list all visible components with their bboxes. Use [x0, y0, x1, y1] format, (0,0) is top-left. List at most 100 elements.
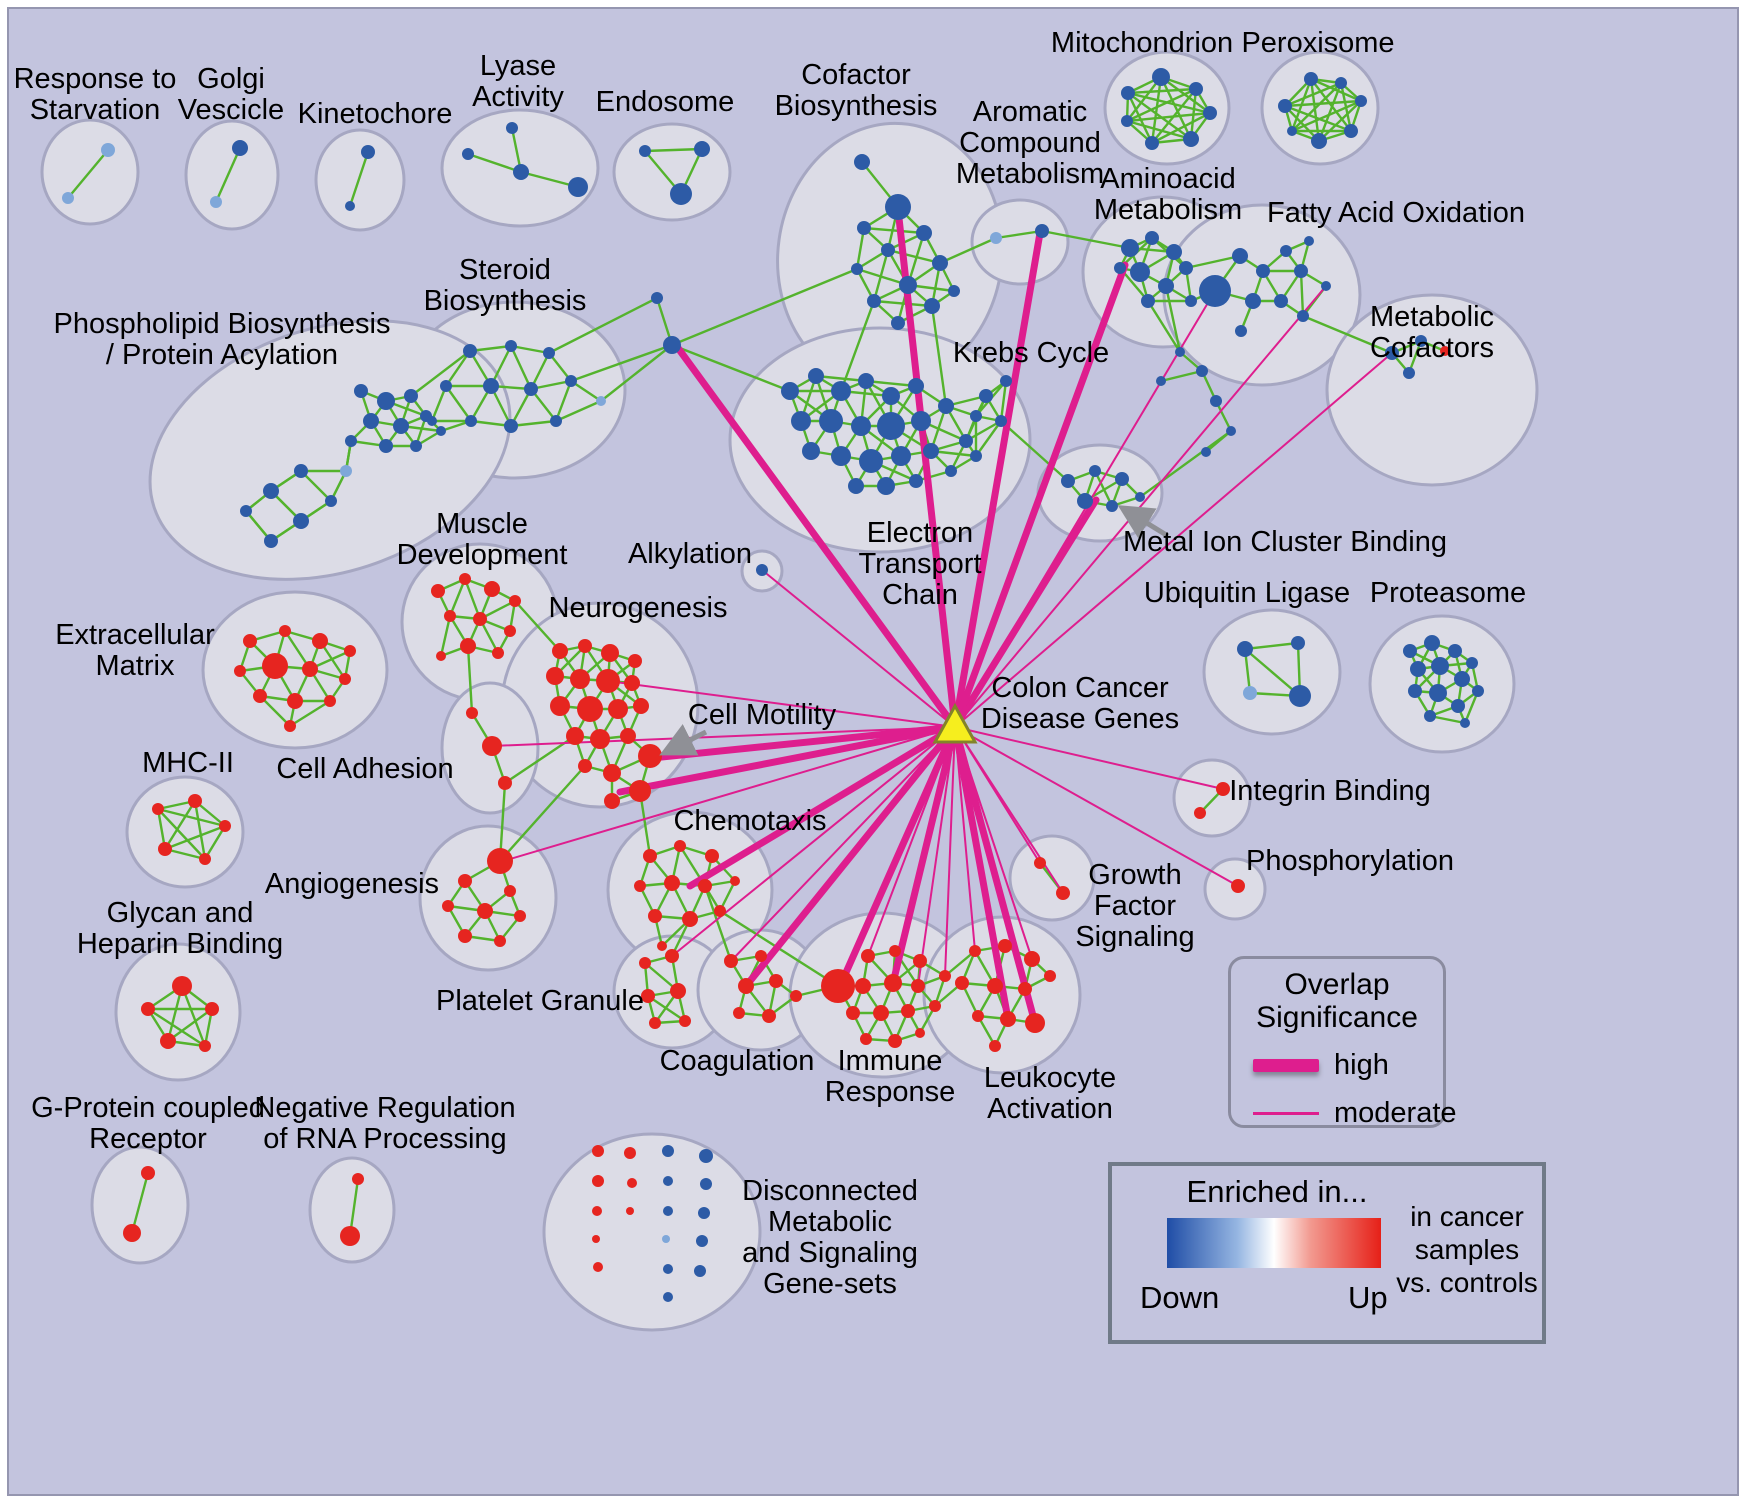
aminoacid-metabolism-node: [1141, 294, 1155, 308]
mhc-ii-node: [219, 820, 231, 832]
phospholipid-biosynthesis-node: [345, 435, 357, 447]
fatty-acid-oxidation-ellipse: [1162, 203, 1362, 387]
disconnected-gene-sets-node: [698, 1207, 710, 1219]
platelet-granule-node: [641, 989, 655, 1003]
chemotaxis-node: [664, 875, 680, 891]
mhc-ii-ellipse: [125, 775, 245, 889]
proteasome-node: [1431, 657, 1449, 675]
ubiquitin-ligase-node: [1243, 686, 1257, 700]
muscle-development-node: [484, 581, 500, 597]
label-alkylation: Alkylation: [628, 538, 752, 570]
phospholipid-biosynthesis-node: [354, 384, 368, 398]
phospholipid-biosynthesis-node: [264, 534, 278, 548]
muscle-development-edge: [448, 577, 467, 618]
connector-nodes-node: [663, 336, 681, 354]
coagulation-node: [733, 1007, 745, 1019]
steroid-biosynthesis-node: [505, 340, 517, 352]
peroxisome-node: [1355, 95, 1367, 107]
aromatic-compound-metabolism-node: [990, 232, 1002, 244]
steroid-biosynthesis-edge: [509, 387, 533, 428]
mhc-ii-edge: [156, 807, 227, 828]
peroxisome-edge: [1290, 81, 1343, 133]
kinetochore-node: [361, 145, 375, 159]
extracellular-matrix-node: [312, 633, 328, 649]
phospholipid-biosynthesis-node: [294, 464, 308, 478]
peroxisome-node: [1311, 133, 1327, 149]
mitochondrion-node: [1121, 115, 1133, 127]
electron-transport-chain-node: [959, 434, 973, 448]
neurogenesis-node: [590, 729, 610, 749]
cofactor-biosynthesis-node: [948, 285, 960, 297]
disconnected-gene-sets-node: [663, 1292, 673, 1302]
steroid-biosynthesis-node: [596, 396, 606, 406]
disconnected-gene-sets-node: [593, 1262, 603, 1272]
extracellular-matrix-node: [287, 693, 303, 709]
electron-transport-chain-node: [891, 446, 911, 466]
g-protein-coupled-receptor-node: [123, 1224, 141, 1242]
cofactor-biosynthesis-edge: [872, 299, 934, 308]
peroxisome-edge: [1317, 99, 1363, 143]
fatty-acid-oxidation-edge: [1299, 269, 1305, 318]
ubiquitin-ligase-edge: [1243, 647, 1302, 698]
coagulation-node: [790, 990, 802, 1002]
high-significance-edge: [648, 723, 959, 762]
glycan-heparin-binding-ellipse: [114, 942, 242, 1082]
proteasome-node: [1408, 684, 1422, 698]
proteasome-node: [1451, 699, 1465, 713]
enrichment-color-legend: Enriched in... Down Up in cancer samples…: [1108, 1162, 1546, 1344]
peroxisome-edge: [1309, 77, 1363, 103]
connector-nodes-node: [1196, 365, 1208, 377]
inter-cluster-edge: [498, 764, 587, 863]
disconnected-gene-sets-node: [592, 1175, 604, 1187]
chemotaxis-node: [657, 941, 667, 951]
inter-cluster-edge: [466, 644, 474, 715]
mitochondrion-edge: [1150, 111, 1212, 145]
steroid-biosynthesis-edge: [444, 384, 473, 423]
response-to-starvation-edge: [66, 148, 110, 200]
proteasome-node: [1424, 635, 1440, 651]
glycan-heparin-binding-node: [199, 1040, 211, 1052]
extracellular-matrix-node: [253, 689, 267, 703]
gene-set-nodes: [62, 68, 1484, 1302]
mitochondrion-edge: [1126, 91, 1154, 145]
phospholipid-biosynthesis-node: [263, 483, 279, 499]
immune-response-node: [889, 945, 901, 957]
kinetochore-node: [345, 201, 355, 211]
neurogenesis-node: [628, 654, 642, 668]
steroid-biosynthesis-node: [565, 375, 577, 387]
moderate-significance-edge: [944, 726, 956, 977]
proteasome-node: [1448, 644, 1462, 658]
moderate-significance-edge: [954, 726, 1239, 887]
negative-regulation-rna-processing-ellipse: [308, 1156, 396, 1264]
inter-cluster-edge: [1040, 229, 1132, 250]
overlap-legend-high-row: high: [1253, 1049, 1443, 1082]
muscle-development-node: [504, 625, 516, 637]
disconnected-gene-sets-node: [696, 1235, 708, 1247]
annotations: [659, 505, 1170, 756]
disconnected-gene-sets-node: [592, 1145, 604, 1157]
electron-transport-chain-node: [938, 398, 954, 414]
angiogenesis-node: [494, 935, 506, 947]
metal-ion-cluster-binding-node: [1135, 492, 1145, 502]
ubiquitin-ligase-node: [1289, 685, 1311, 707]
electron-transport-chain-node: [851, 416, 871, 436]
electron-transport-chain-node: [831, 446, 851, 466]
growth-factor-signaling-node: [1034, 857, 1046, 869]
extracellular-matrix-ellipse: [201, 590, 389, 750]
pointer-arrow: [659, 724, 708, 756]
lyase-activity-node: [506, 122, 518, 134]
moderate-significance-edge: [917, 726, 956, 987]
label-coagulation: Coagulation: [660, 1045, 815, 1077]
leukocyte-activation-node: [972, 1010, 984, 1022]
label-angiogenesis: Angiogenesis: [265, 868, 439, 900]
phospholipid-biosynthesis-node: [410, 440, 422, 452]
electron-transport-chain-node: [819, 409, 843, 433]
proteasome-node: [1403, 644, 1417, 658]
inter-cluster-edge: [513, 599, 562, 653]
inter-cluster-edge: [938, 236, 998, 265]
cofactor-biosynthesis-node: [854, 154, 870, 170]
muscle-development-node: [431, 584, 445, 598]
